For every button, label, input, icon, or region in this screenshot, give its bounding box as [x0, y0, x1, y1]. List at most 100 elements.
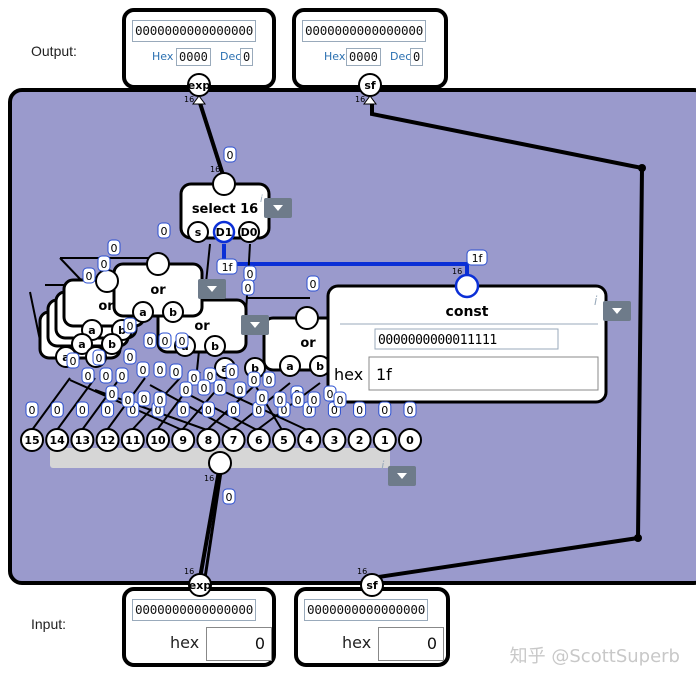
bit-pin-4[interactable]: 4: [297, 428, 322, 452]
bit-pin-1[interactable]: 1: [372, 428, 397, 452]
select-menu-button[interactable]: [264, 198, 292, 218]
svg-text:0: 0: [207, 370, 214, 383]
svg-text:0: 0: [29, 404, 36, 417]
select-output-badge: 0: [223, 146, 237, 163]
wire-value-badge: 0: [225, 363, 239, 380]
svg-text:0: 0: [247, 268, 254, 281]
sf-output-bits: 0000000000000000: [302, 20, 427, 42]
svg-text:0: 0: [85, 370, 92, 383]
bit-pin-label: 1: [381, 434, 389, 447]
select-title: select 16: [192, 202, 258, 217]
select-port-d0: D0: [241, 226, 258, 239]
const-info: i: [594, 294, 598, 308]
wire-value-badge: 0: [137, 390, 151, 407]
wire-value-badge: 0: [121, 391, 135, 408]
svg-text:0: 0: [109, 388, 116, 401]
bit-pin-label: 6: [255, 434, 263, 447]
svg-text:or: or: [300, 336, 316, 351]
bit-pin-14[interactable]: 14: [45, 428, 70, 452]
bit-pin-9[interactable]: 9: [171, 428, 196, 452]
const-hex-value: 1f: [376, 365, 392, 384]
sf-input-pin[interactable]: sf 16: [357, 567, 384, 597]
wire-junction: [634, 534, 642, 542]
bit-pin-11[interactable]: 11: [120, 428, 145, 452]
wire-value-badge: 0: [99, 367, 113, 384]
bit-pin-7[interactable]: 7: [221, 428, 246, 452]
sf-input-width: 16: [357, 567, 367, 576]
wire-junction: [638, 164, 646, 172]
sf-input-hex-field[interactable]: 0: [378, 627, 444, 661]
exp-input-hex-label: hex: [170, 633, 200, 652]
const-bits: 0000000000011111: [378, 333, 497, 348]
svg-text:0: 0: [155, 404, 162, 417]
wire-value-badge: 0: [153, 391, 167, 408]
splitter-menu-button[interactable]: [388, 466, 416, 486]
svg-text:0: 0: [295, 394, 302, 407]
svg-text:0: 0: [281, 404, 288, 417]
exp-output-pin[interactable]: exp 16: [184, 73, 211, 105]
select-16-component[interactable]: select 16 s D1 D0 i: [179, 172, 271, 244]
sf-input-bits[interactable]: 0000000000000000: [304, 599, 429, 621]
exp-output-dec-value: 0: [240, 48, 254, 66]
bit-pin-15[interactable]: 15: [20, 428, 44, 452]
svg-text:b: b: [169, 306, 177, 319]
wire-value-badge: 0: [291, 391, 305, 408]
bit-pin-13[interactable]: 13: [70, 428, 95, 452]
bit-pin-6[interactable]: 6: [246, 428, 271, 452]
svg-text:0: 0: [101, 258, 108, 271]
wire-value-badge: 0: [158, 332, 172, 349]
wire-value-badge: 0: [213, 379, 227, 396]
sf-output-width: 16: [355, 95, 365, 104]
bit-value-badge: 0: [201, 401, 215, 418]
const-menu-button[interactable]: [603, 301, 631, 321]
bit-pin-0[interactable]: 0: [398, 428, 422, 452]
bit-value-badge: 0: [227, 401, 241, 418]
svg-text:b: b: [211, 340, 219, 353]
svg-text:a: a: [286, 360, 293, 373]
bit-pin-10[interactable]: 10: [146, 428, 170, 452]
exp-output-dec-label: Dec: [220, 50, 242, 63]
exp-input-width: 16: [184, 567, 194, 576]
svg-text:b: b: [108, 338, 116, 351]
sf-output-dec-label: Dec: [390, 50, 412, 63]
svg-text:0: 0: [180, 404, 187, 417]
svg-text:a: a: [88, 324, 95, 337]
bit-value-badge: 0: [75, 401, 89, 418]
bit-pin-5[interactable]: 5: [272, 428, 296, 452]
bit-pin-2[interactable]: 2: [347, 428, 372, 452]
bit-pin-8[interactable]: 8: [196, 428, 221, 452]
bit-value-badge: 0: [176, 401, 190, 418]
wire-value-badge: 0: [143, 332, 157, 349]
wire-value-badge: 0: [107, 239, 121, 256]
exp-input-wire: [198, 464, 222, 579]
bit-pin-label: 8: [205, 434, 213, 447]
exp-input-hex-field[interactable]: 0: [206, 627, 272, 661]
wire-value-badge: 0: [169, 363, 183, 380]
svg-text:a: a: [139, 306, 146, 319]
svg-text:0: 0: [140, 364, 147, 377]
exp-input-wire-2: [203, 464, 224, 579]
exp-input-pin[interactable]: exp 16: [184, 567, 212, 597]
svg-text:0: 0: [173, 366, 180, 379]
svg-text:b: b: [316, 360, 324, 373]
bit-pin-12[interactable]: 12: [95, 428, 120, 452]
svg-text:b: b: [251, 362, 259, 375]
svg-text:0: 0: [277, 394, 284, 407]
svg-text:0: 0: [201, 382, 208, 395]
const-component[interactable]: const 0000000000011111 hex 1f i: [326, 273, 608, 404]
splitter-component[interactable]: i 16: [50, 448, 390, 483]
svg-text:a: a: [78, 338, 85, 351]
wire-value-badge: 0: [197, 379, 211, 396]
input-label: Input:: [31, 616, 67, 632]
exp-input-bits[interactable]: 0000000000000000: [132, 599, 257, 621]
sf-output-pin[interactable]: sf 16: [355, 73, 382, 105]
svg-text:0: 0: [127, 351, 134, 364]
svg-text:0: 0: [157, 394, 164, 407]
bit-pin-3[interactable]: 3: [322, 428, 347, 452]
svg-text:0: 0: [255, 404, 262, 417]
exp-output-hex-value: 0000: [176, 48, 211, 66]
svg-text:0: 0: [381, 404, 388, 417]
splitter-info: i: [381, 459, 385, 473]
bit-pin-label: 7: [230, 434, 238, 447]
